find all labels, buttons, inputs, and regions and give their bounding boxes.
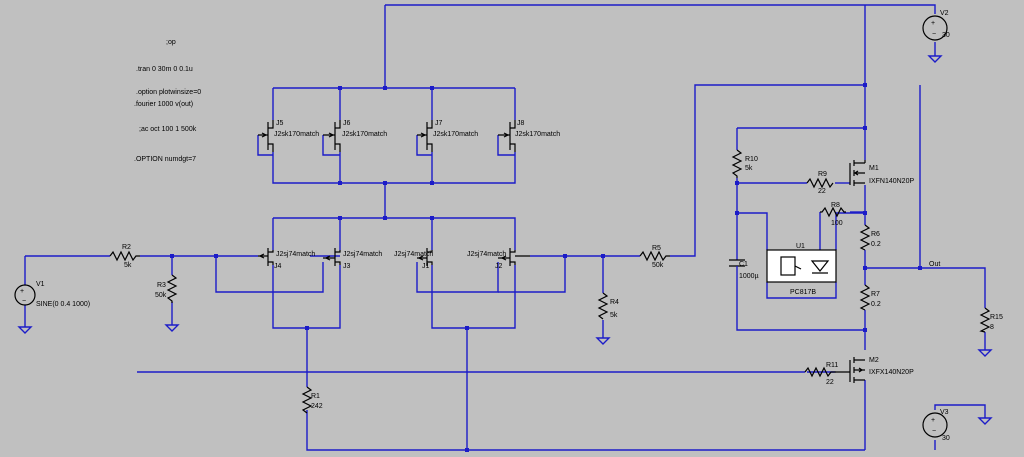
j3-name: J3 (343, 263, 351, 270)
r3-name: R3 (157, 282, 166, 289)
r7-name: R7 (871, 291, 880, 298)
jfet-j2[interactable]: J2sj74match J2 (467, 248, 530, 270)
j4-name: J4 (274, 263, 282, 270)
net-label-out[interactable]: Out (929, 261, 940, 268)
u1-model: PC817B (790, 289, 816, 296)
svg-text:+: + (931, 417, 935, 424)
r7-value: 0.2 (871, 301, 881, 308)
jfet-j4[interactable]: J2sj74match J4 (258, 248, 315, 270)
directive-op[interactable]: ;op (166, 39, 176, 46)
r11-value: 22 (826, 379, 834, 386)
resistor-r15[interactable]: R15 8 (979, 307, 1003, 333)
r6-name: R6 (871, 231, 880, 238)
resistor-r4[interactable]: R4 5k (597, 292, 619, 320)
resistor-r11[interactable]: R11 22 (804, 362, 838, 386)
r11-name: R11 (826, 362, 838, 369)
directive-ac[interactable]: ;ac oct 100 1 500k (139, 126, 197, 133)
mosfet-m2[interactable]: M2 IXFX140N20P (835, 357, 914, 383)
j7-model: J2sk170match (433, 131, 478, 138)
v3-name: V3 (940, 409, 949, 416)
capacitor-c1[interactable]: C1 1000µ (729, 259, 759, 282)
v2-name: V2 (940, 10, 949, 17)
wires (24, 4, 986, 451)
j4-model: J2sj74match (276, 251, 315, 258)
c1-value: 1000µ (739, 273, 759, 280)
r4-value: 5k (610, 312, 618, 319)
r1-value: 242 (311, 403, 323, 410)
v3-value: 30 (942, 435, 950, 442)
u1-name: U1 (796, 243, 805, 250)
jfet-j5[interactable]: J5 J2sk170match (258, 120, 319, 152)
r6-value: 0.2 (871, 241, 881, 248)
j8-name: J8 (517, 120, 525, 127)
v1-value: SINE(0 0.4 1000) (36, 301, 90, 308)
svg-text:+: + (20, 288, 24, 295)
source-v3[interactable]: + − V3 30 (922, 409, 950, 442)
resistor-r7[interactable]: R7 0.2 (859, 284, 881, 311)
r10-value: 5k (745, 165, 753, 172)
resistor-r1[interactable]: R1 242 (301, 386, 323, 414)
j1-model: J2sj74match (394, 251, 433, 258)
directive-option-numdgt[interactable]: .OPTION numdgt=7 (134, 156, 196, 163)
ground-symbols (17, 55, 993, 425)
jfet-j1[interactable]: J2sj74match J1 (394, 248, 433, 270)
r5-value: 50k (652, 262, 664, 269)
mosfet-m1[interactable]: M1 IXFN140N20P (849, 160, 914, 186)
source-v1[interactable]: + − V1 SINE(0 0.4 1000) (14, 281, 90, 308)
svg-text:−: − (932, 31, 936, 38)
resistor-r2[interactable]: R2 5k (109, 244, 140, 269)
junction-nodes (170, 83, 922, 452)
r3-value: 50k (155, 292, 167, 299)
directive-tran[interactable]: .tran 0 30m 0 0.1u (136, 66, 193, 73)
r15-value: 8 (990, 324, 994, 331)
resistor-r6[interactable]: R6 0.2 (859, 224, 881, 251)
resistor-r3[interactable]: R3 50k (155, 274, 178, 303)
c1-name: C1 (739, 261, 748, 268)
j7-name: J7 (435, 120, 443, 127)
r1-name: R1 (311, 393, 320, 400)
r8-name: R8 (831, 202, 840, 209)
j8-model: J2sk170match (515, 131, 560, 138)
resistor-r10[interactable]: R10 5k (731, 149, 758, 178)
directive-fourier[interactable]: .fourier 1000 v(out) (134, 101, 193, 108)
source-v2[interactable]: + − V2 30 (922, 10, 950, 41)
resistor-r9[interactable]: R9 22 (806, 171, 834, 195)
m2-name: M2 (869, 357, 879, 364)
v2-value: 30 (942, 32, 950, 39)
m2-model: IXFX140N20P (869, 369, 914, 376)
svg-text:−: − (932, 428, 936, 435)
j6-name: J6 (343, 120, 351, 127)
m1-model: IXFN140N20P (869, 178, 914, 185)
r10-name: R10 (745, 156, 758, 163)
r9-name: R9 (818, 171, 827, 178)
j5-model: J2sk170match (274, 131, 319, 138)
r8-value: 100 (831, 220, 843, 227)
r9-value: 22 (818, 188, 826, 195)
j2-name: J2 (495, 263, 503, 270)
j2-model: J2sj74match (467, 251, 506, 258)
r15-name: R15 (990, 314, 1003, 321)
jfet-j3[interactable]: J2sj74match J3 (323, 248, 382, 270)
m1-name: M1 (869, 165, 879, 172)
j3-model: J2sj74match (343, 251, 382, 258)
r4-name: R4 (610, 299, 619, 306)
j1-name: J1 (422, 263, 430, 270)
r5-name: R5 (652, 245, 661, 252)
j6-model: J2sk170match (342, 131, 387, 138)
svg-text:−: − (22, 298, 26, 305)
jfet-j6[interactable]: J6 J2sk170match (323, 120, 387, 152)
directive-option-plotwinsize[interactable]: .option plotwinsize=0 (136, 89, 201, 96)
r2-value: 5k (124, 262, 132, 269)
j5-name: J5 (276, 120, 284, 127)
resistor-r8[interactable]: R8 100 (820, 202, 846, 227)
jfet-j8[interactable]: J8 J2sk170match (498, 120, 560, 152)
v1-name: V1 (36, 281, 45, 288)
optocoupler-u1[interactable]: U1 PC817B (766, 243, 837, 296)
r2-name: R2 (122, 244, 131, 251)
svg-text:+: + (931, 20, 935, 27)
jfet-j7[interactable]: J7 J2sk170match (417, 120, 478, 152)
resistor-r5[interactable]: R5 50k (639, 245, 670, 269)
